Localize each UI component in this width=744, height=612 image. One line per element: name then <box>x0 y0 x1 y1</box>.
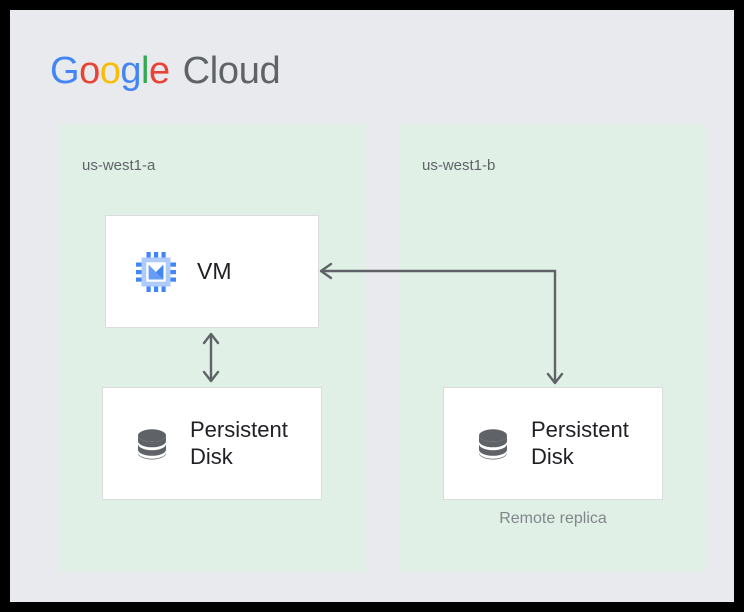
database-icon <box>473 424 513 464</box>
zone-label-us-west1-a: us-west1-a <box>82 157 156 174</box>
zone-label-us-west1-b: us-west1-b <box>422 157 496 174</box>
persistent-disk-label-replica: Persistent Disk <box>531 416 629 469</box>
vm-card[interactable]: VM <box>105 215 319 328</box>
logo-letter-o2: o <box>99 50 121 92</box>
logo-letter-g: G <box>50 50 80 92</box>
remote-replica-caption: Remote replica <box>499 510 607 527</box>
persistent-disk-card-primary[interactable]: Persistent Disk <box>102 387 322 500</box>
cpu-icon <box>135 251 177 293</box>
logo-letter-l: l <box>140 50 149 92</box>
logo-letter-e: e <box>148 50 170 92</box>
database-icon <box>132 424 172 464</box>
zone-panel-us-west1-a: us-west1-a <box>60 124 365 572</box>
zone-panel-us-west1-b: us-west1-b <box>400 124 705 572</box>
logo-letter-g2: g <box>120 50 141 92</box>
google-cloud-logo: G o o g l e Cloud <box>50 48 281 94</box>
logo-letter-o1: o <box>79 50 100 92</box>
persistent-disk-label-primary: Persistent Disk <box>190 416 288 469</box>
persistent-disk-card-replica[interactable]: Persistent Disk <box>443 387 663 500</box>
vm-label: VM <box>197 258 232 285</box>
logo-cloud-word: Cloud <box>182 50 281 92</box>
